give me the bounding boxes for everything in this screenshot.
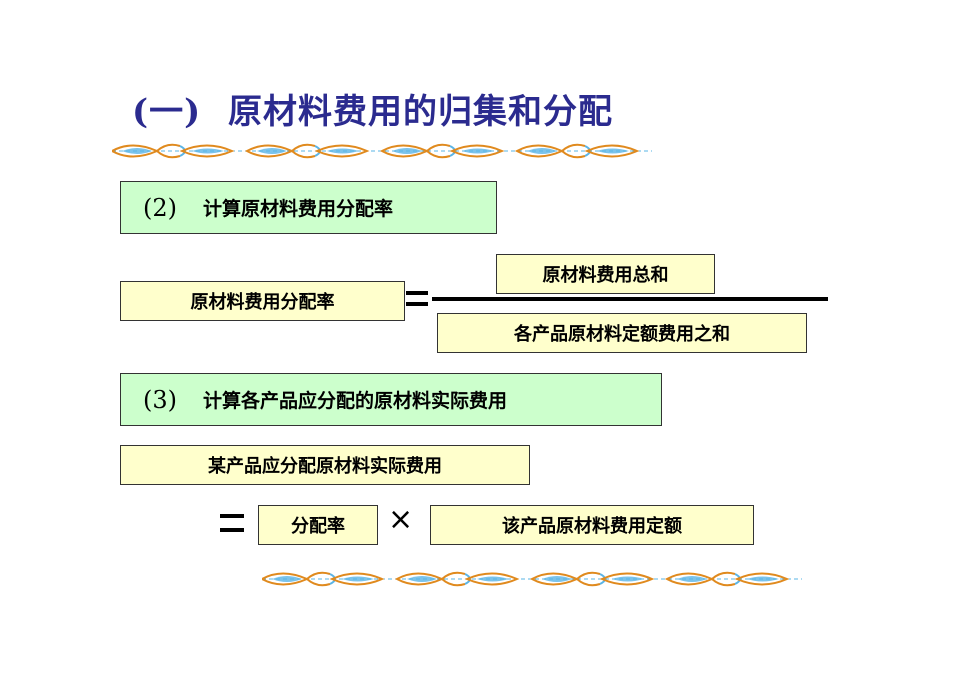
- actual-cost-box: 某产品应分配原材料实际费用: [120, 445, 530, 485]
- ornament-pattern: [112, 143, 652, 159]
- rate-factor-text: 分配率: [291, 516, 345, 537]
- ornament-divider-bottom: [262, 571, 802, 587]
- distribution-rate-text: 原材料费用分配率: [190, 292, 335, 313]
- multiply-sign: ×: [388, 502, 414, 537]
- step-number: (2): [143, 193, 177, 222]
- step-box-3: (3) 计算各产品应分配的原材料实际费用: [120, 373, 662, 426]
- equals-sign-bar-bottom: [220, 528, 244, 532]
- equals-sign-bar-top: [220, 514, 244, 518]
- step-box-2: (2) 计算原材料费用分配率: [120, 181, 497, 234]
- distribution-rate-box: 原材料费用分配率: [120, 281, 405, 321]
- rate-factor-box: 分配率: [258, 505, 378, 545]
- denominator-text: 各产品原材料定额费用之和: [514, 324, 730, 345]
- quota-factor-text: 该产品原材料费用定额: [502, 516, 682, 537]
- quota-factor-box: 该产品原材料费用定额: [430, 505, 754, 545]
- actual-cost-text: 某产品应分配原材料实际费用: [208, 456, 442, 477]
- equals-sign-bar-bottom: [406, 302, 428, 306]
- page-title: (一) 原材料费用的归集和分配: [132, 84, 613, 133]
- title-section-number: (一): [132, 92, 202, 132]
- title-text: 原材料费用的归集和分配: [228, 92, 614, 132]
- numerator-box: 原材料费用总和: [496, 254, 715, 294]
- ornament-pattern: [262, 571, 802, 587]
- step-number: (3): [143, 385, 177, 414]
- step-text: 计算各产品应分配的原材料实际费用: [203, 390, 508, 412]
- step-text: 计算原材料费用分配率: [203, 198, 394, 220]
- denominator-box: 各产品原材料定额费用之和: [437, 313, 807, 353]
- numerator-text: 原材料费用总和: [542, 265, 669, 286]
- equals-sign-bar-top: [406, 291, 428, 295]
- ornament-divider-top: [112, 143, 652, 159]
- fraction-line: [432, 297, 828, 301]
